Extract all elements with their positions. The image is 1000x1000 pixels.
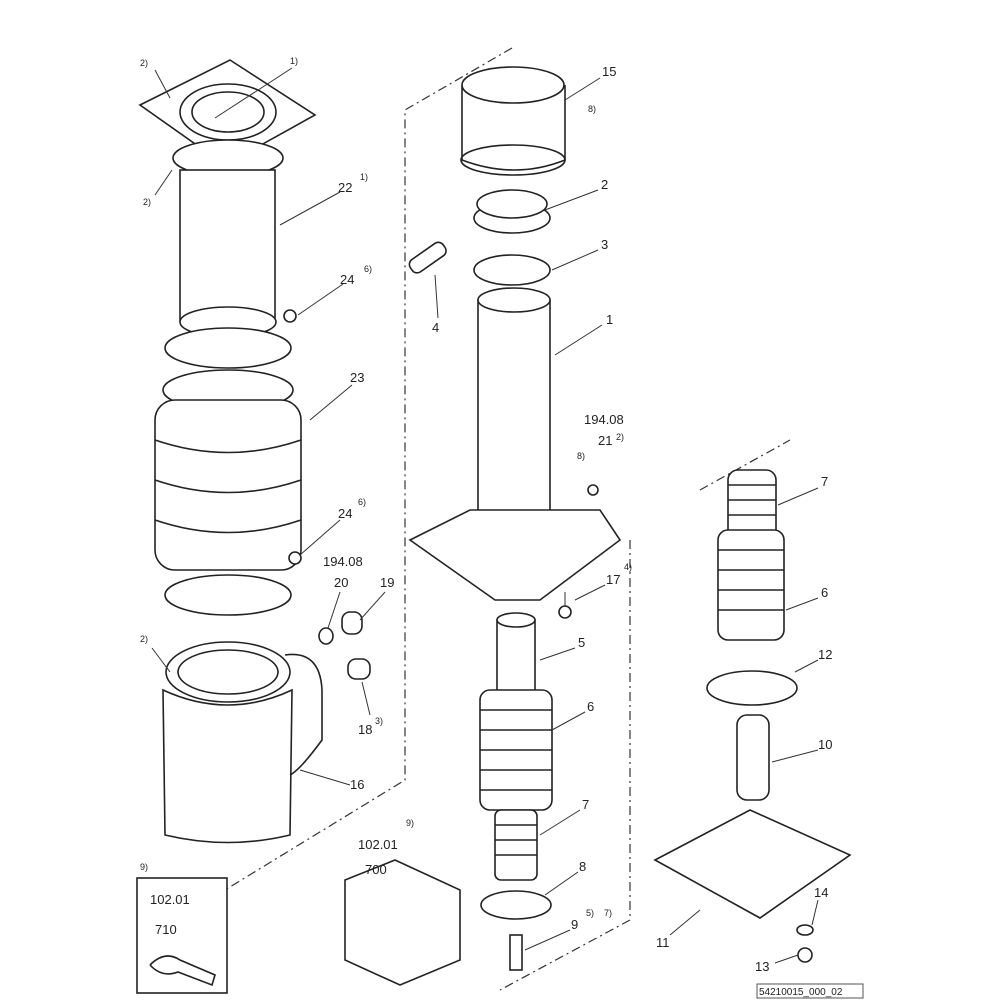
callout: 3) [375,716,383,726]
parts-19-20-18-plugs [318,611,371,680]
callout: 2) [143,197,151,207]
callout: 6 [821,585,828,600]
callout: 194.08 [584,412,624,427]
callout: 9 [571,917,578,932]
callout: 2 [601,177,608,192]
callout: 14 [814,885,828,900]
callout: 8) [577,451,585,461]
wrench-icon [149,955,216,987]
part-23-bellows [154,327,302,616]
callout: 19 [380,575,394,590]
callout: 4) [624,562,632,572]
callout: 194.08 [323,554,363,569]
drawing-ref-box [756,983,864,999]
part-3-ring [473,254,551,286]
callout: 1) [290,56,298,66]
part-22-tube [172,139,297,338]
part-14-washer [796,924,814,936]
part-4-pin [408,241,447,274]
callout: 1 [606,312,613,327]
callout: 8) [588,104,596,114]
callout: 23 [350,370,364,385]
callout: 3 [601,237,608,252]
part-flange-plate [138,59,317,166]
callout: 4 [432,320,439,335]
callout: 700 [365,862,387,877]
part-17-screw [558,592,572,619]
callout: 22 [338,180,352,195]
callout: 12 [818,647,832,662]
tool-700-stand [344,859,461,986]
callout: 17 [606,572,620,587]
callout: 9) [406,818,414,828]
callout: 710 [155,922,177,937]
callout: 1) [360,172,368,182]
callout: 5) [586,908,594,918]
tool-710-box [136,877,228,994]
callout: 16 [350,777,364,792]
callout-labels: 2) 1) 2) 22 1) 24 6) 23 24 6) 194.08 20 … [140,56,832,974]
leader-lines [151,67,819,964]
callout: 18 [358,722,372,737]
callout: 2) [616,432,624,442]
callout: 6 [587,699,594,714]
drawing-ref: 54210015_000_02 [759,987,843,998]
part-8-disc [480,890,552,920]
callout: 7) [604,908,612,918]
part-11-plate [653,809,852,919]
part-6-7-spring-lower [479,689,553,881]
part-12-o-ring [706,670,798,706]
callout: 9) [140,862,148,872]
callout: 8 [579,859,586,874]
callout: 102.01 [150,892,190,907]
callout: 20 [334,575,348,590]
callout: 24 [340,272,354,287]
part-7-6-spring-upper [717,469,785,641]
part-10-cylinder [736,714,770,801]
callout: 2) [140,634,148,644]
part-15-cap [460,66,566,176]
callout: 7 [582,797,589,812]
part-1-column [408,287,622,601]
callout: 6) [364,264,372,274]
callout: 6) [358,497,366,507]
callout: 21 [598,433,612,448]
part-9-bolt [509,934,523,971]
part-16-lower-housing [162,641,323,844]
callout: 10 [818,737,832,752]
callout: 15 [602,64,616,79]
callout: 5 [578,635,585,650]
assembly-guide-lines [224,47,791,991]
part-13-screw [797,947,813,963]
callout: 2) [140,58,148,68]
part-2-top-piece [473,189,551,234]
callout: 11 [656,935,670,950]
callout: 102.01 [358,837,398,852]
callout: 7 [821,474,828,489]
callout: 13 [755,959,769,974]
callout: 24 [338,506,352,521]
